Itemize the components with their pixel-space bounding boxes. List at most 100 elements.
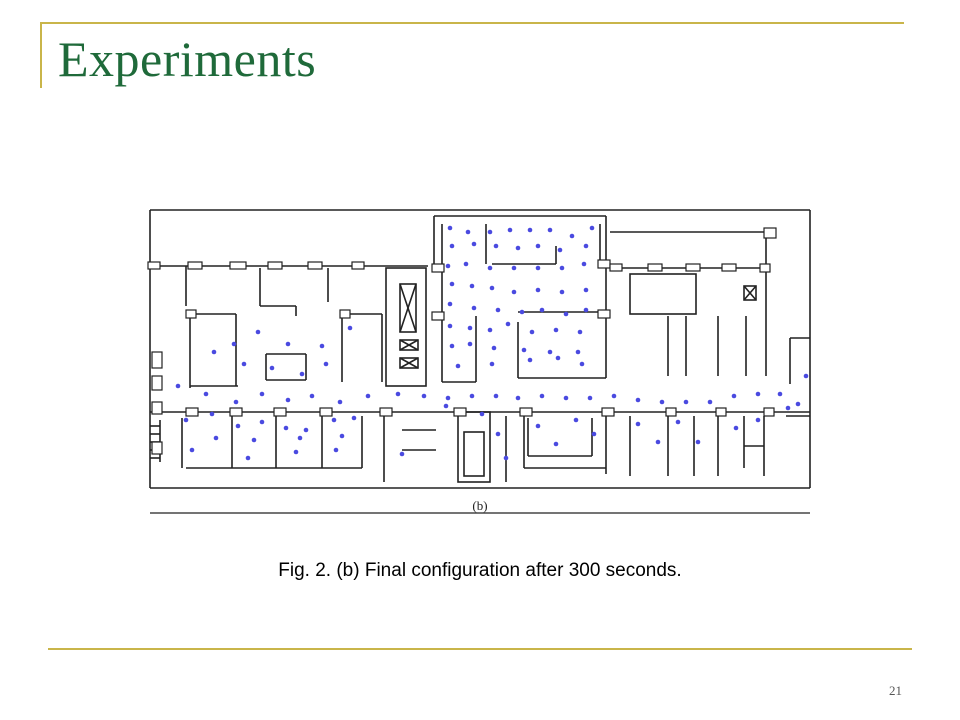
sensor-node [471, 305, 477, 311]
sensor-node [487, 229, 493, 235]
sensor-node [655, 439, 661, 445]
sensor-node [495, 307, 501, 313]
sensor-node [395, 391, 401, 397]
sensor-node [333, 447, 339, 453]
sensor-node [189, 447, 195, 453]
sensor-node [535, 265, 541, 271]
sensor-node [575, 349, 581, 355]
sensor-node [707, 399, 713, 405]
sensor-node [535, 423, 541, 429]
sensor-node [511, 265, 517, 271]
sensor-node [519, 309, 525, 315]
sensor-node [303, 427, 309, 433]
sensor-node [731, 393, 737, 399]
sensor-node [489, 285, 495, 291]
sensor-node [495, 431, 501, 437]
sensor-node [539, 393, 545, 399]
sensor-node [259, 419, 265, 425]
sensor-node [399, 451, 405, 457]
sensor-node [795, 401, 801, 407]
sensor-node [553, 327, 559, 333]
sensor-node [635, 421, 641, 427]
sensor-node [521, 347, 527, 353]
sensor-node [785, 405, 791, 411]
sensor-node [465, 229, 471, 235]
slide-title: Experiments [58, 31, 317, 87]
sensor-node [447, 301, 453, 307]
sensor-node [635, 397, 641, 403]
sensor-node [777, 391, 783, 397]
sensor-node [683, 399, 689, 405]
sensor-node [577, 329, 583, 335]
sensor-node [255, 329, 261, 335]
sensor-node [583, 307, 589, 313]
sensor-node [293, 449, 299, 455]
sensor-node [445, 263, 451, 269]
sensor-node [493, 393, 499, 399]
sensor-node [507, 227, 513, 233]
sensor-node [203, 391, 209, 397]
sensor-node [755, 391, 761, 397]
sensor-node [553, 441, 559, 447]
sensor-node [563, 395, 569, 401]
sensor-node [611, 393, 617, 399]
sensor-node [755, 417, 761, 423]
top-rule [40, 22, 904, 24]
sensor-node [587, 395, 593, 401]
sensor-node [209, 411, 215, 417]
sensor-node [285, 341, 291, 347]
sensor-node [339, 433, 345, 439]
sensor-node [583, 287, 589, 293]
sensor-node [535, 287, 541, 293]
sensor-node [557, 247, 563, 253]
sensor-node [555, 355, 561, 361]
sensor-node [447, 225, 453, 231]
sensor-node [547, 227, 553, 233]
sensor-node [297, 435, 303, 441]
sensor-node [489, 361, 495, 367]
sensor-node [231, 341, 237, 347]
sensor-node [323, 361, 329, 367]
sensor-node [211, 349, 217, 355]
sensor-node [285, 397, 291, 403]
sensor-node [309, 393, 315, 399]
sensor-node [573, 417, 579, 423]
sensor-node [563, 311, 569, 317]
sensor-node [569, 233, 575, 239]
sensor-node [447, 323, 453, 329]
sensor-node [299, 371, 305, 377]
sensor-node [527, 357, 533, 363]
sensor-node [241, 361, 247, 367]
sensor-node [471, 241, 477, 247]
sensor-nodes [175, 225, 809, 461]
sensor-node [529, 329, 535, 335]
sensor-node [479, 411, 485, 417]
sensor-node [283, 425, 289, 431]
sensor-node [559, 265, 565, 271]
sensor-node [467, 341, 473, 347]
sensor-node [469, 393, 475, 399]
sensor-node [695, 439, 701, 445]
sensor-node [547, 349, 553, 355]
sensor-node [175, 383, 181, 389]
sensor-node [515, 245, 521, 251]
sensor-node [235, 423, 241, 429]
sensor-node [337, 399, 343, 405]
sensor-node [183, 417, 189, 423]
sensor-node [589, 225, 595, 231]
sensor-node [503, 455, 509, 461]
sensor-node [487, 327, 493, 333]
sensor-node [331, 417, 337, 423]
sensor-node [319, 343, 325, 349]
sensor-node [445, 395, 451, 401]
sensor-node [591, 431, 597, 437]
sensor-node [467, 325, 473, 331]
sensor-node [421, 393, 427, 399]
wall-posts [147, 227, 777, 455]
bottom-rule [48, 648, 912, 650]
sensor-node [269, 365, 275, 371]
figure-panel-label: (b) [472, 498, 487, 513]
left-accent-rule [40, 22, 42, 88]
sensor-node [581, 261, 587, 267]
sensor-node [259, 391, 265, 397]
